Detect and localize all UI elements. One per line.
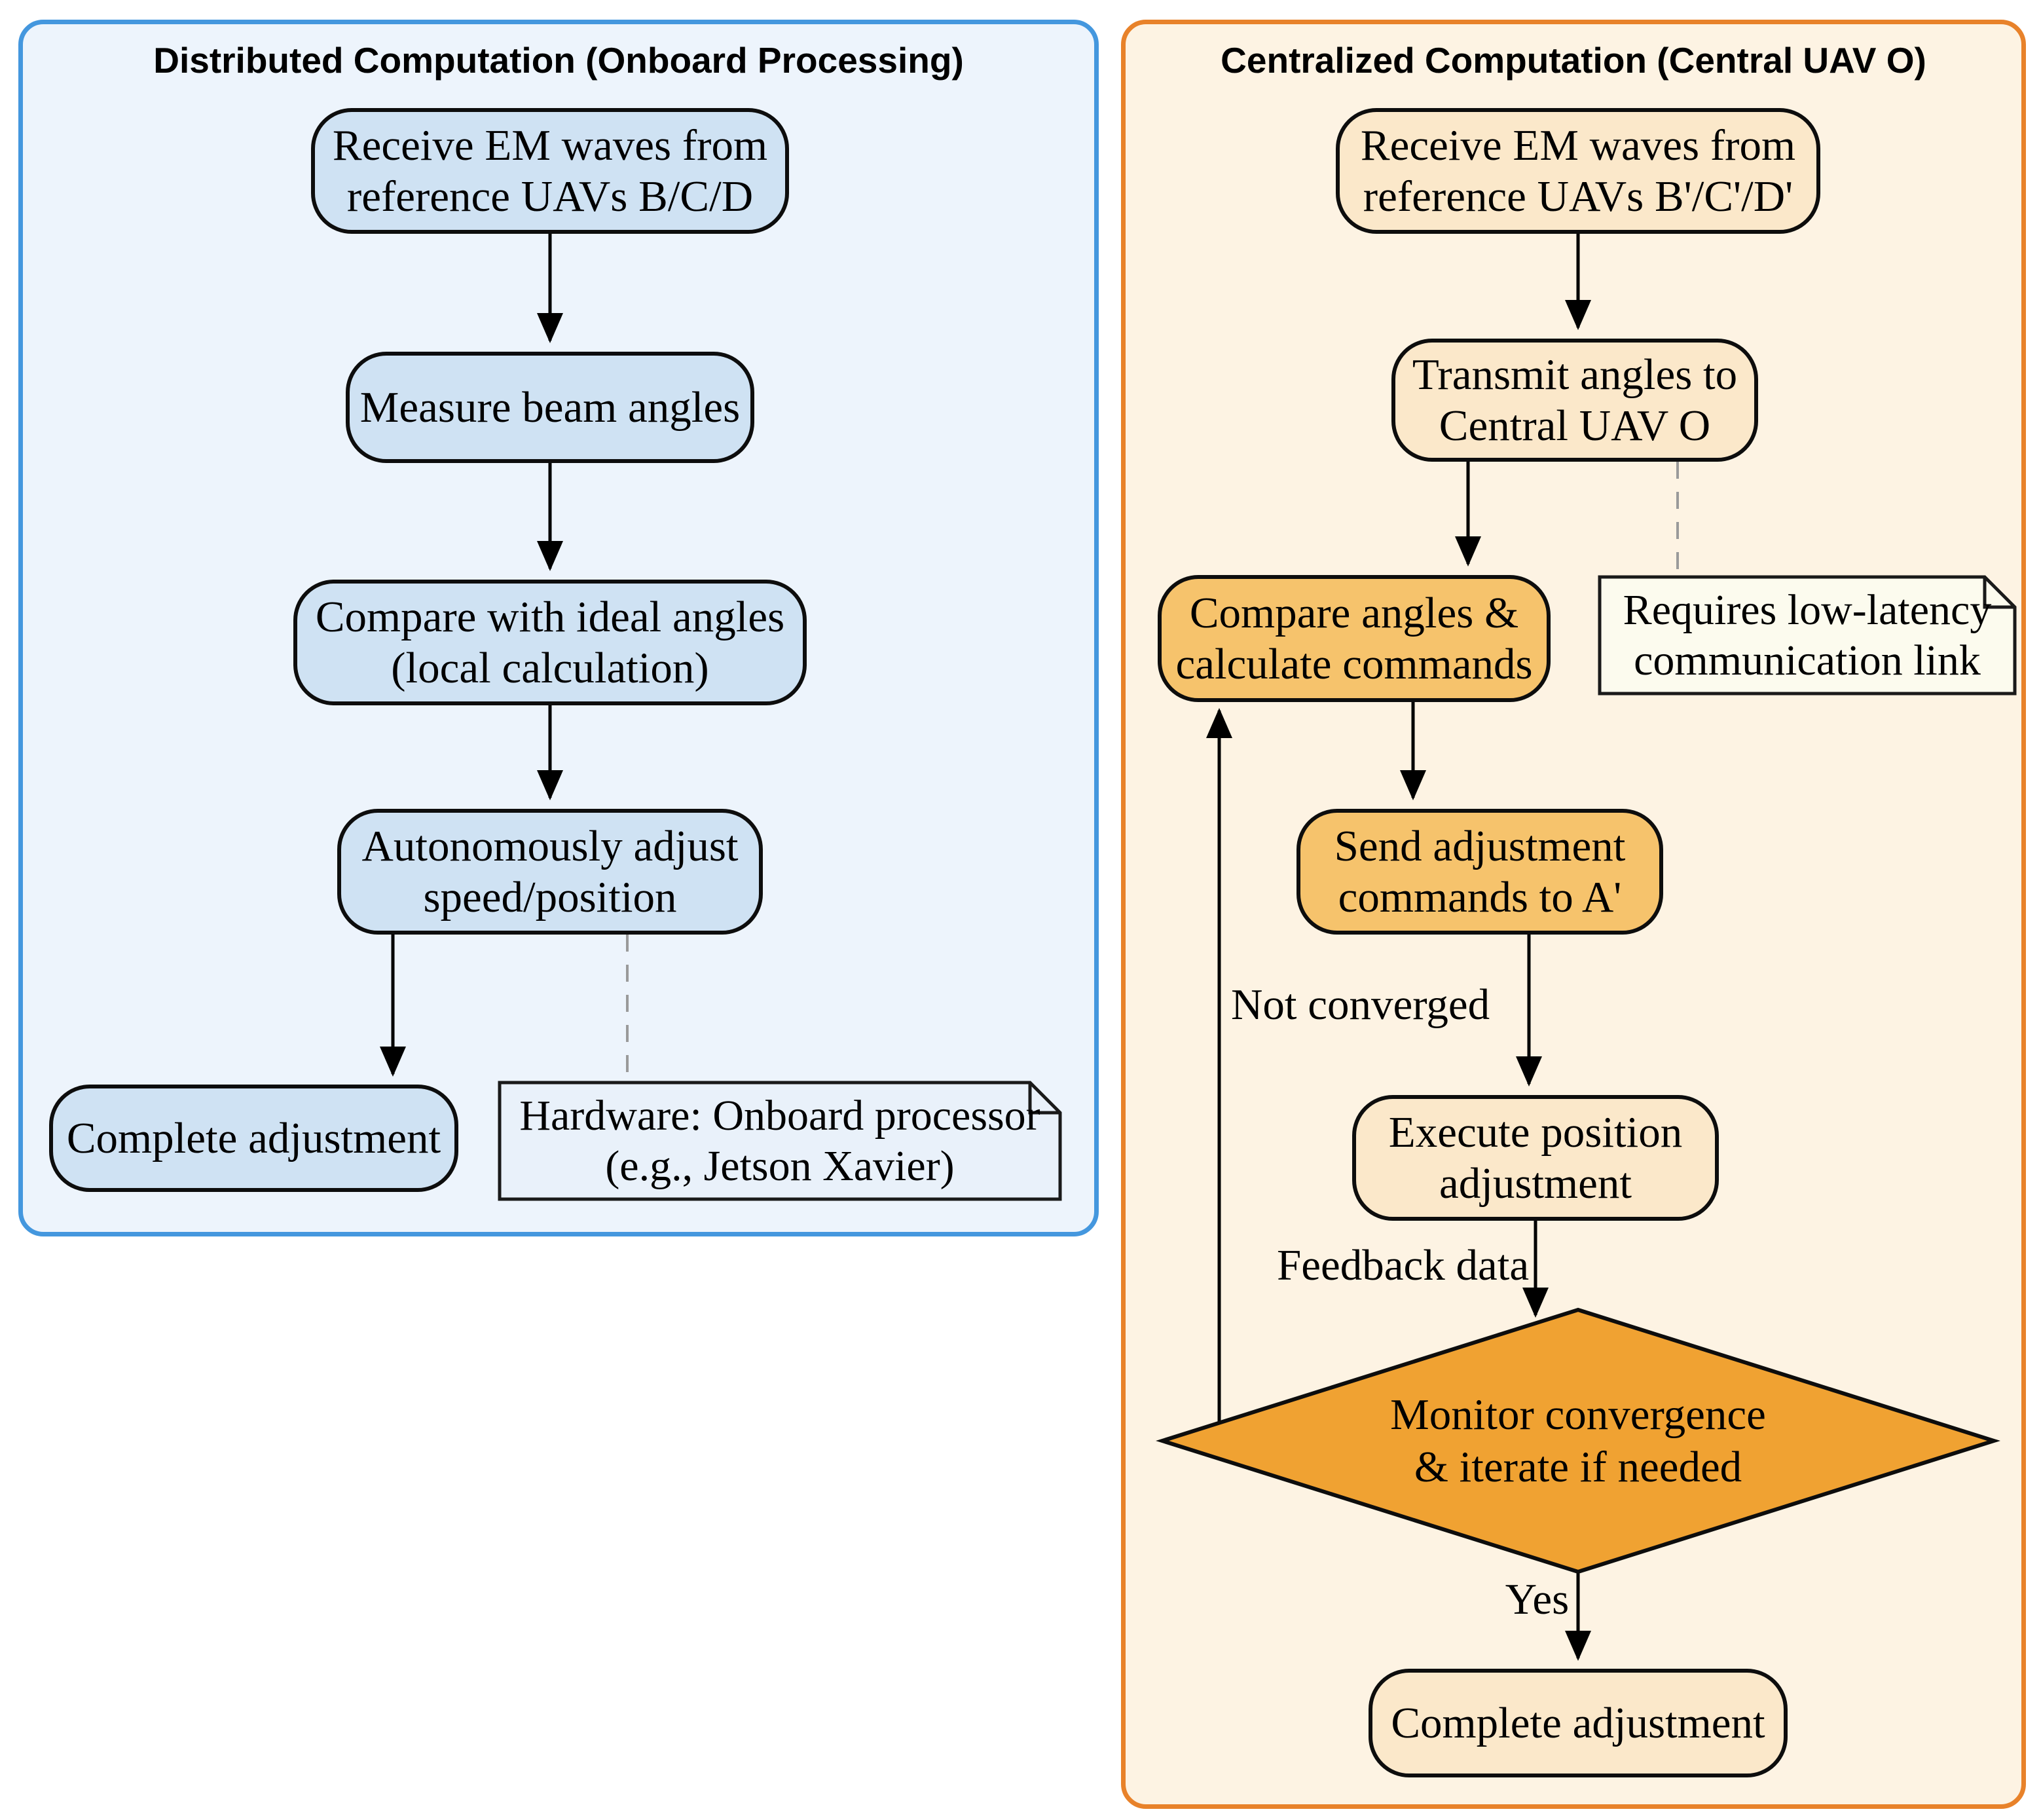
node-send-adjustment-commands: Send adjustment commands to A' <box>1296 809 1663 935</box>
edge-label-not-converged: Not converged <box>1231 980 1490 1029</box>
node-receive-em-waves-right: Receive EM waves from reference UAVs B'/… <box>1336 108 1820 234</box>
node-compare-ideal-angles: Compare with ideal angles (local calcula… <box>293 580 807 705</box>
decision-diamond-label: Monitor convergence & iterate if needed <box>1390 1390 1766 1491</box>
node-autonomously-adjust: Autonomously adjust speed/position <box>337 809 763 935</box>
node-execute-position-adjustment: Execute position adjustment <box>1352 1095 1719 1221</box>
right-panel-title: Centralized Computation (Central UAV O) <box>1221 40 1926 81</box>
node-transmit-angles: Transmit angles to Central UAV O <box>1391 339 1758 462</box>
hardware-note-label: Hardware: Onboard processor (e.g., Jetso… <box>519 1091 1040 1190</box>
left-panel-title: Distributed Computation (Onboard Process… <box>153 40 964 81</box>
latency-note: Requires low-latency communication link <box>1598 575 2017 696</box>
edge-label-feedback-data: Feedback data <box>1277 1241 1530 1290</box>
edge-label-yes: Yes <box>1505 1575 1570 1624</box>
folded-corner-icon <box>1028 1083 1060 1115</box>
node-measure-beam-angles: Measure beam angles <box>346 352 754 463</box>
node-complete-adjustment-right: Complete adjustment <box>1369 1669 1788 1777</box>
folded-corner-icon <box>1983 577 2015 609</box>
note-shape <box>1598 575 2017 696</box>
note-shape <box>498 1081 1062 1201</box>
latency-note-label: Requires low-latency communication link <box>1623 585 1992 684</box>
node-compare-angles-commands: Compare angles & calculate commands <box>1158 575 1551 702</box>
node-receive-em-waves-left: Receive EM waves from reference UAVs B/C… <box>311 108 789 234</box>
node-complete-adjustment-left: Complete adjustment <box>49 1085 458 1192</box>
hardware-note: Hardware: Onboard processor (e.g., Jetso… <box>498 1081 1062 1201</box>
